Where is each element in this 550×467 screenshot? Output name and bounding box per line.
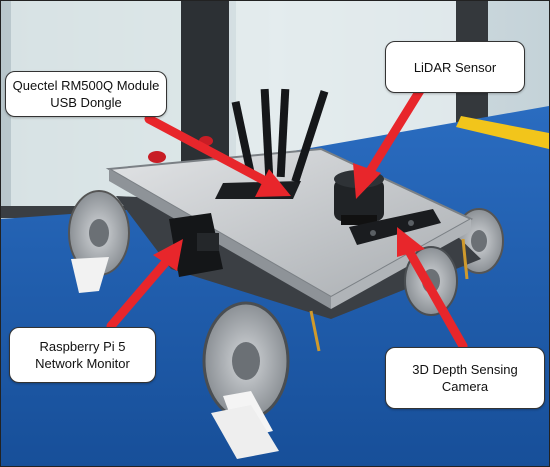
chassis-side-rail: [331, 219, 471, 309]
floor-tape-marker: [211, 405, 279, 459]
suspension-springs: [309, 238, 469, 352]
callout-modem-line1: Quectel RM500Q Module: [12, 78, 160, 93]
callout-raspberry-line1: Raspberry Pi 5: [39, 339, 126, 354]
raspberry-pi-device: [169, 213, 223, 277]
callout-raspberry: Raspberry Pi 5 Network Monitor: [9, 327, 156, 383]
floor-tape-marker: [71, 257, 109, 293]
callout-camera-line2: Camera: [441, 379, 489, 394]
callout-lidar: LiDAR Sensor: [385, 41, 525, 93]
arrow-modem: [144, 114, 291, 197]
callout-raspberry-line2: Network Monitor: [35, 356, 130, 371]
arrow-raspberry: [106, 239, 183, 331]
callout-camera-line1: 3D Depth Sensing: [412, 362, 518, 377]
chassis-side-rail: [109, 169, 331, 309]
callout-modem-line2: USB Dongle: [50, 95, 122, 110]
callout-lidar-line1: LiDAR Sensor: [413, 59, 497, 75]
arrow-lidar: [353, 84, 426, 199]
callout-camera: 3D Depth Sensing Camera: [385, 347, 545, 409]
arrow-camera: [397, 227, 468, 351]
floor-tape: [456, 116, 549, 149]
depth-camera-device: [349, 209, 441, 245]
callout-modem: Quectel RM500Q Module USB Dongle: [5, 71, 167, 117]
